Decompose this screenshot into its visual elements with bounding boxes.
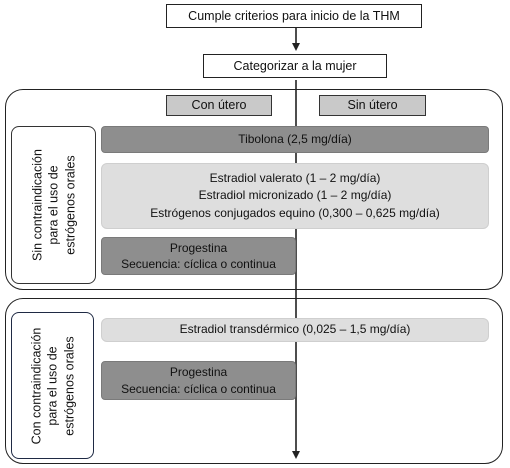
label-contraindication: Con contraindicación para el uso de estr… [11,312,94,459]
oral-estrogens-box: Estradiol valerato (1 – 2 mg/día) Estrad… [101,163,489,229]
label-line: para el uso de [46,165,61,245]
progestin-sequence: Secuencia: cíclica o continua [121,257,276,271]
label-line: estrógenos orales [61,335,76,436]
label-line: estrógenos orales [62,155,77,255]
transdermal-estradiol-bar: Estradiol transdérmico (0,025 – 1,5 mg/d… [101,318,489,342]
estrogen-option: Estrógenos conjugados equino (0,300 – 0,… [150,205,440,220]
label-line: Con contraindicación [29,327,44,444]
estrogen-option: Estradiol micronizado (1 – 2 mg/día) [198,188,392,203]
label-line: Sin contraindicación [30,149,45,261]
header-with-uterus: Con útero [166,95,272,116]
criteria-box: Cumple criterios para inicio de la THM [166,4,422,28]
progestin-title: Progestina [169,240,228,255]
progestin-title: Progestina [169,365,228,380]
header-without-uterus: Sin útero [319,95,426,116]
categorize-box: Categorizar a la mujer [203,54,387,78]
estrogen-option: Estradiol valerato (1 – 2 mg/día) [209,170,381,185]
label-no-contraindication: Sin contraindicación para el uso de estr… [11,126,96,284]
progestin-sequence: Secuencia: cíclica o continua [121,381,276,396]
section-contraindication [5,298,503,464]
progestin-box-oral: Progestina Secuencia: cíclica o continua [101,237,296,275]
section-no-contraindication [5,89,503,290]
progestin-box-transdermal: Progestina Secuencia: cíclica o continua [101,361,296,400]
tibolona-bar: Tibolona (2,5 mg/día) [101,126,489,153]
label-line: para el uso de [45,345,60,426]
